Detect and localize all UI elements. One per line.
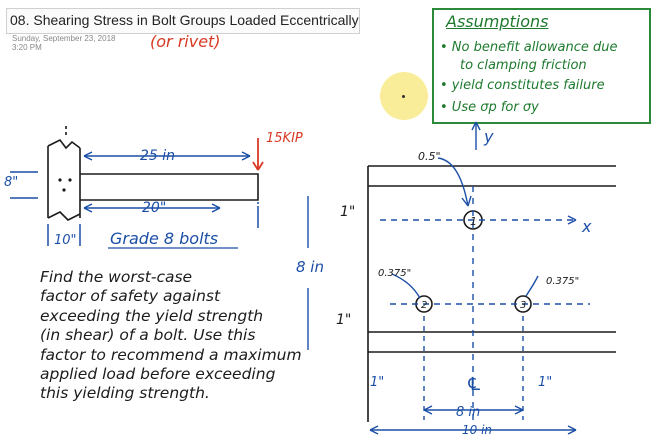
assumptions-title: Assumptions <box>446 12 549 31</box>
load-label: 15KIP <box>266 131 303 146</box>
x-axis-label: x <box>581 217 592 236</box>
bolt-1-diameter: 0.5" <box>418 150 441 163</box>
problem-line: Find the worst-case <box>40 268 193 286</box>
assumptions-box: Assumptions • No benefit allowance due t… <box>432 8 651 124</box>
problem-line: applied load before exceeding <box>40 365 276 384</box>
assumption-item: • Use σp for σy <box>440 100 539 115</box>
cursor-icon <box>402 95 405 98</box>
bolt-2-label: 2 <box>421 300 427 311</box>
assumption-item: • No benefit allowance due <box>440 40 618 55</box>
bolt-3-diameter: 0.375" <box>546 276 579 287</box>
assumption-item: • yield constitutes failure <box>440 78 605 93</box>
bracket-sketch: 15KIP 25 in 20" 8" 10" Grade 8 bolts <box>4 126 303 249</box>
page-date: Sunday, September 23, 2018 <box>12 34 116 43</box>
left-edge-distance: 1" <box>370 375 384 390</box>
bolt-dot <box>68 178 72 182</box>
bolt-1-label: 1 <box>470 215 477 228</box>
page-title-box[interactable] <box>6 8 360 34</box>
problem-line: this yielding strength. <box>40 384 210 403</box>
rivet-note: (or rivet) <box>150 32 221 51</box>
right-edge-distance: 1" <box>538 375 552 390</box>
plate-height: 8 in <box>296 258 324 276</box>
grade-label: Grade 8 bolts <box>110 229 218 248</box>
bolt-dot <box>62 188 66 192</box>
bottom-edge-distance: 1" <box>336 312 351 328</box>
bolt-2-diameter: 0.375" <box>378 268 411 279</box>
width-label: 10" <box>54 233 77 248</box>
top-edge-distance: 1" <box>340 204 355 220</box>
assumption-item: to clamping friction <box>460 58 587 73</box>
problem-statement: Find the worst-case factor of safety aga… <box>40 268 320 404</box>
height-label: 8" <box>4 175 18 190</box>
problem-line: factor of safety against <box>40 287 221 306</box>
page-title[interactable]: 08. Shearing Stress in Bolt Groups Loade… <box>10 12 359 28</box>
bolt-dot <box>58 178 62 182</box>
problem-line: factor to recommend a maximum <box>40 345 302 364</box>
length-20-label: 20" <box>142 200 166 216</box>
plate-width: 10 in <box>462 423 492 437</box>
length-25-label: 25 in <box>140 148 175 164</box>
centerline-symbol: ℄ <box>466 374 482 395</box>
bolt-group-sketch: y x 1 2 3 0.5" 0.375" 0.375" 1" 1" 8 in … <box>296 121 616 437</box>
problem-line: (in shear) of a bolt. Use this <box>40 326 256 345</box>
bolt-3-label: 3 <box>520 300 526 311</box>
page-time: 3:20 PM <box>12 43 42 52</box>
problem-line: exceeding the yield strength <box>40 306 264 325</box>
bolt-spacing: 8 in <box>456 405 480 420</box>
y-axis-label: y <box>483 127 494 146</box>
